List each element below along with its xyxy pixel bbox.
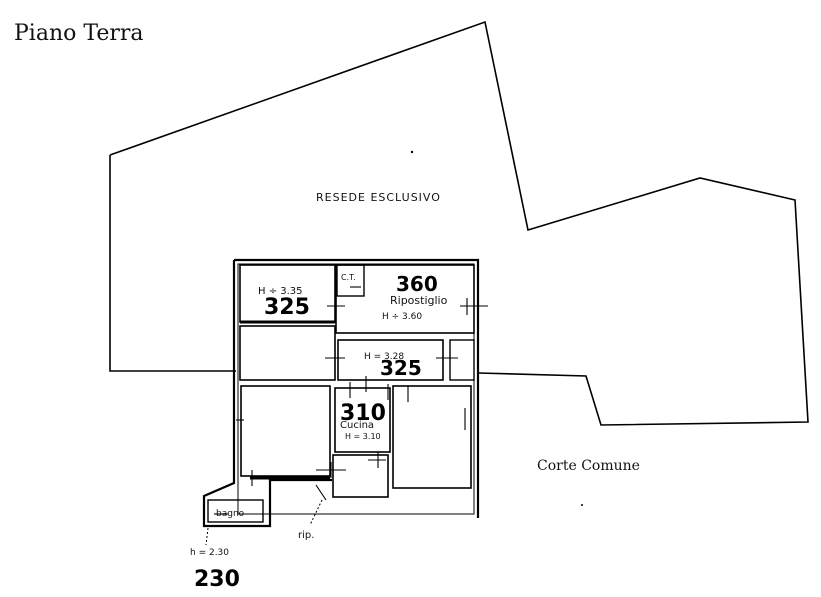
building-outer-wall bbox=[202, 258, 480, 528]
height-335: H ÷ 3.35 bbox=[258, 286, 303, 297]
height-328: H = 3.28 bbox=[364, 352, 404, 362]
annotation-325-mid: 325 bbox=[380, 356, 422, 380]
bagno-pointer bbox=[205, 527, 209, 546]
room-corridor bbox=[337, 339, 444, 381]
plan-title: Piano Terra bbox=[14, 21, 144, 46]
door-marks bbox=[214, 286, 488, 515]
ct-label: C.T. bbox=[341, 273, 356, 282]
ink-speck bbox=[581, 504, 583, 506]
room-small-right bbox=[449, 339, 475, 381]
corte-label: Corte Comune bbox=[537, 458, 640, 474]
rip-pointer bbox=[309, 499, 323, 526]
room-bagno bbox=[207, 499, 264, 523]
ripostiglio-label: Ripostiglio bbox=[390, 294, 448, 307]
bagno-label: bagno bbox=[216, 509, 245, 519]
room-rip bbox=[332, 454, 389, 498]
lot-boundary bbox=[109, 20, 809, 426]
height-360: H ÷ 3.60 bbox=[382, 312, 422, 322]
room-lower-right bbox=[392, 385, 472, 489]
height-310: H = 3.10 bbox=[345, 432, 381, 441]
resede-label: RESEDE ESCLUSIVO bbox=[316, 191, 441, 204]
room-cucina bbox=[334, 387, 391, 453]
room-middle-left bbox=[239, 325, 336, 381]
annotation-310: 310 bbox=[340, 401, 386, 426]
room-lower-left bbox=[240, 385, 331, 477]
building-inner-line bbox=[237, 263, 475, 515]
cucina-label: Cucina bbox=[340, 420, 374, 431]
annotation-325-left: 325 bbox=[264, 295, 310, 320]
annotation-360: 360 bbox=[396, 272, 438, 296]
annotation-230: 230 bbox=[194, 567, 240, 592]
height-230: h = 2.30 bbox=[190, 548, 229, 558]
rip-label: rip. bbox=[298, 530, 314, 541]
ink-speck bbox=[410, 150, 414, 154]
